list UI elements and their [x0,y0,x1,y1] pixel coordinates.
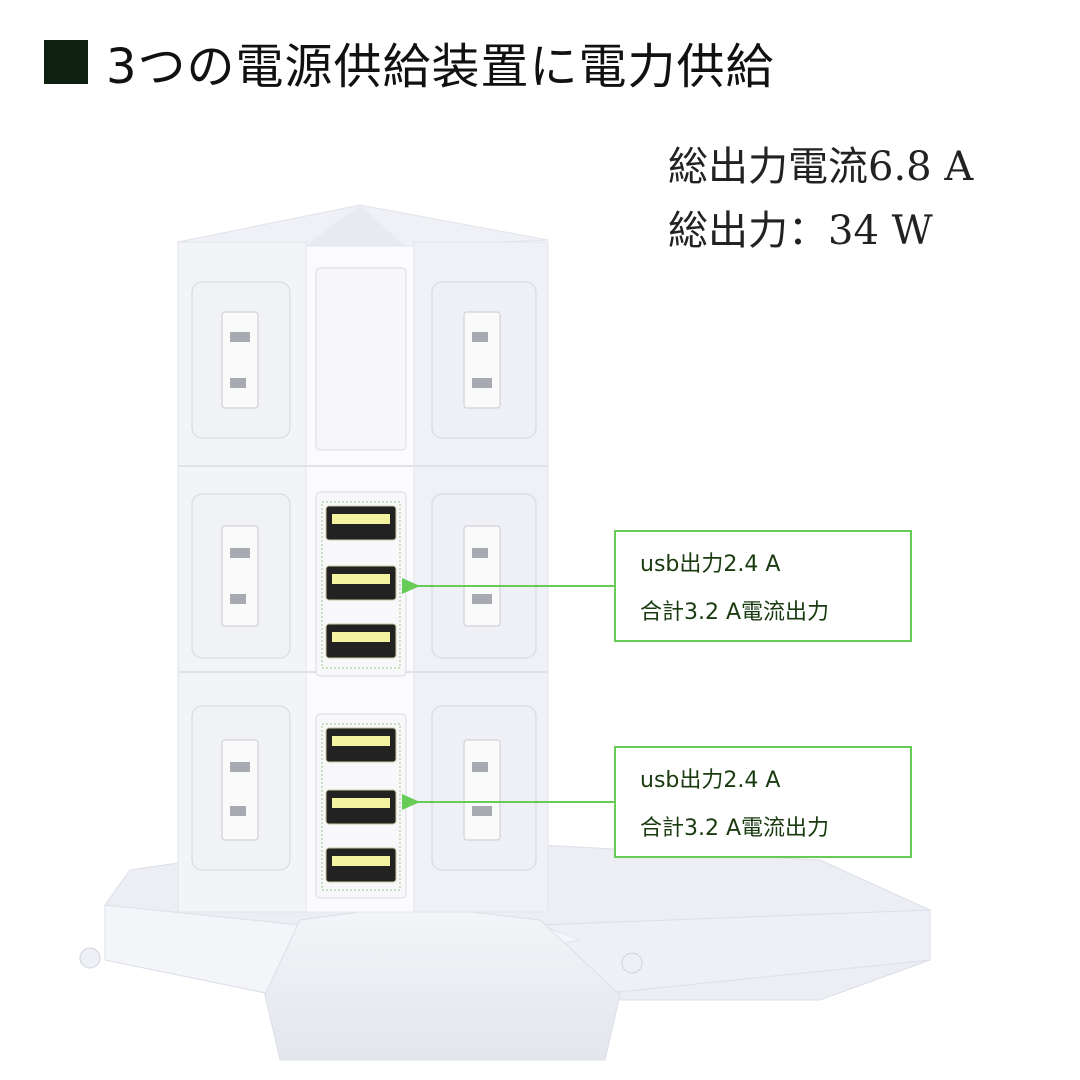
blank-panel [315,267,407,451]
ac-socket[interactable] [431,705,537,871]
spec-total-current: 総出力電流6.8 A [668,144,974,190]
ac-socket-group-right [431,281,537,871]
title-square-icon [44,40,88,84]
ac-socket[interactable] [191,705,291,871]
usb-port[interactable] [325,623,397,659]
title-text: 3つの電源供給装置に電力供給 [106,39,775,95]
usb-port[interactable] [325,789,397,825]
usb-port[interactable] [325,727,397,763]
ac-socket[interactable] [191,281,291,439]
page-title: 3つの電源供給装置に電力供給 [44,30,775,95]
tower-top-cap [177,204,549,247]
spec-total-power: 総出力：34 W [668,208,933,254]
callout-usb-output: usb出力2.4 A [640,768,781,793]
ac-socket[interactable] [191,493,291,659]
callout-usb-output: usb出力2.4 A [640,552,781,577]
usb-callout-middle: usb出力2.4 A 合計3.2 A電流出力 [614,530,912,642]
callout-total-current: 合計3.2 A電流出力 [640,816,830,841]
usb-panel-bottom [315,713,407,899]
usb-port[interactable] [325,505,397,541]
ac-socket-group-left [191,281,291,871]
usb-panel-middle [315,491,407,677]
ac-socket[interactable] [431,493,537,659]
usb-port[interactable] [325,565,397,601]
usb-port[interactable] [325,847,397,883]
callout-total-current: 合計3.2 A電流出力 [640,600,830,625]
usb-callout-bottom: usb出力2.4 A 合計3.2 A電流出力 [614,746,912,858]
ac-socket[interactable] [431,281,537,439]
